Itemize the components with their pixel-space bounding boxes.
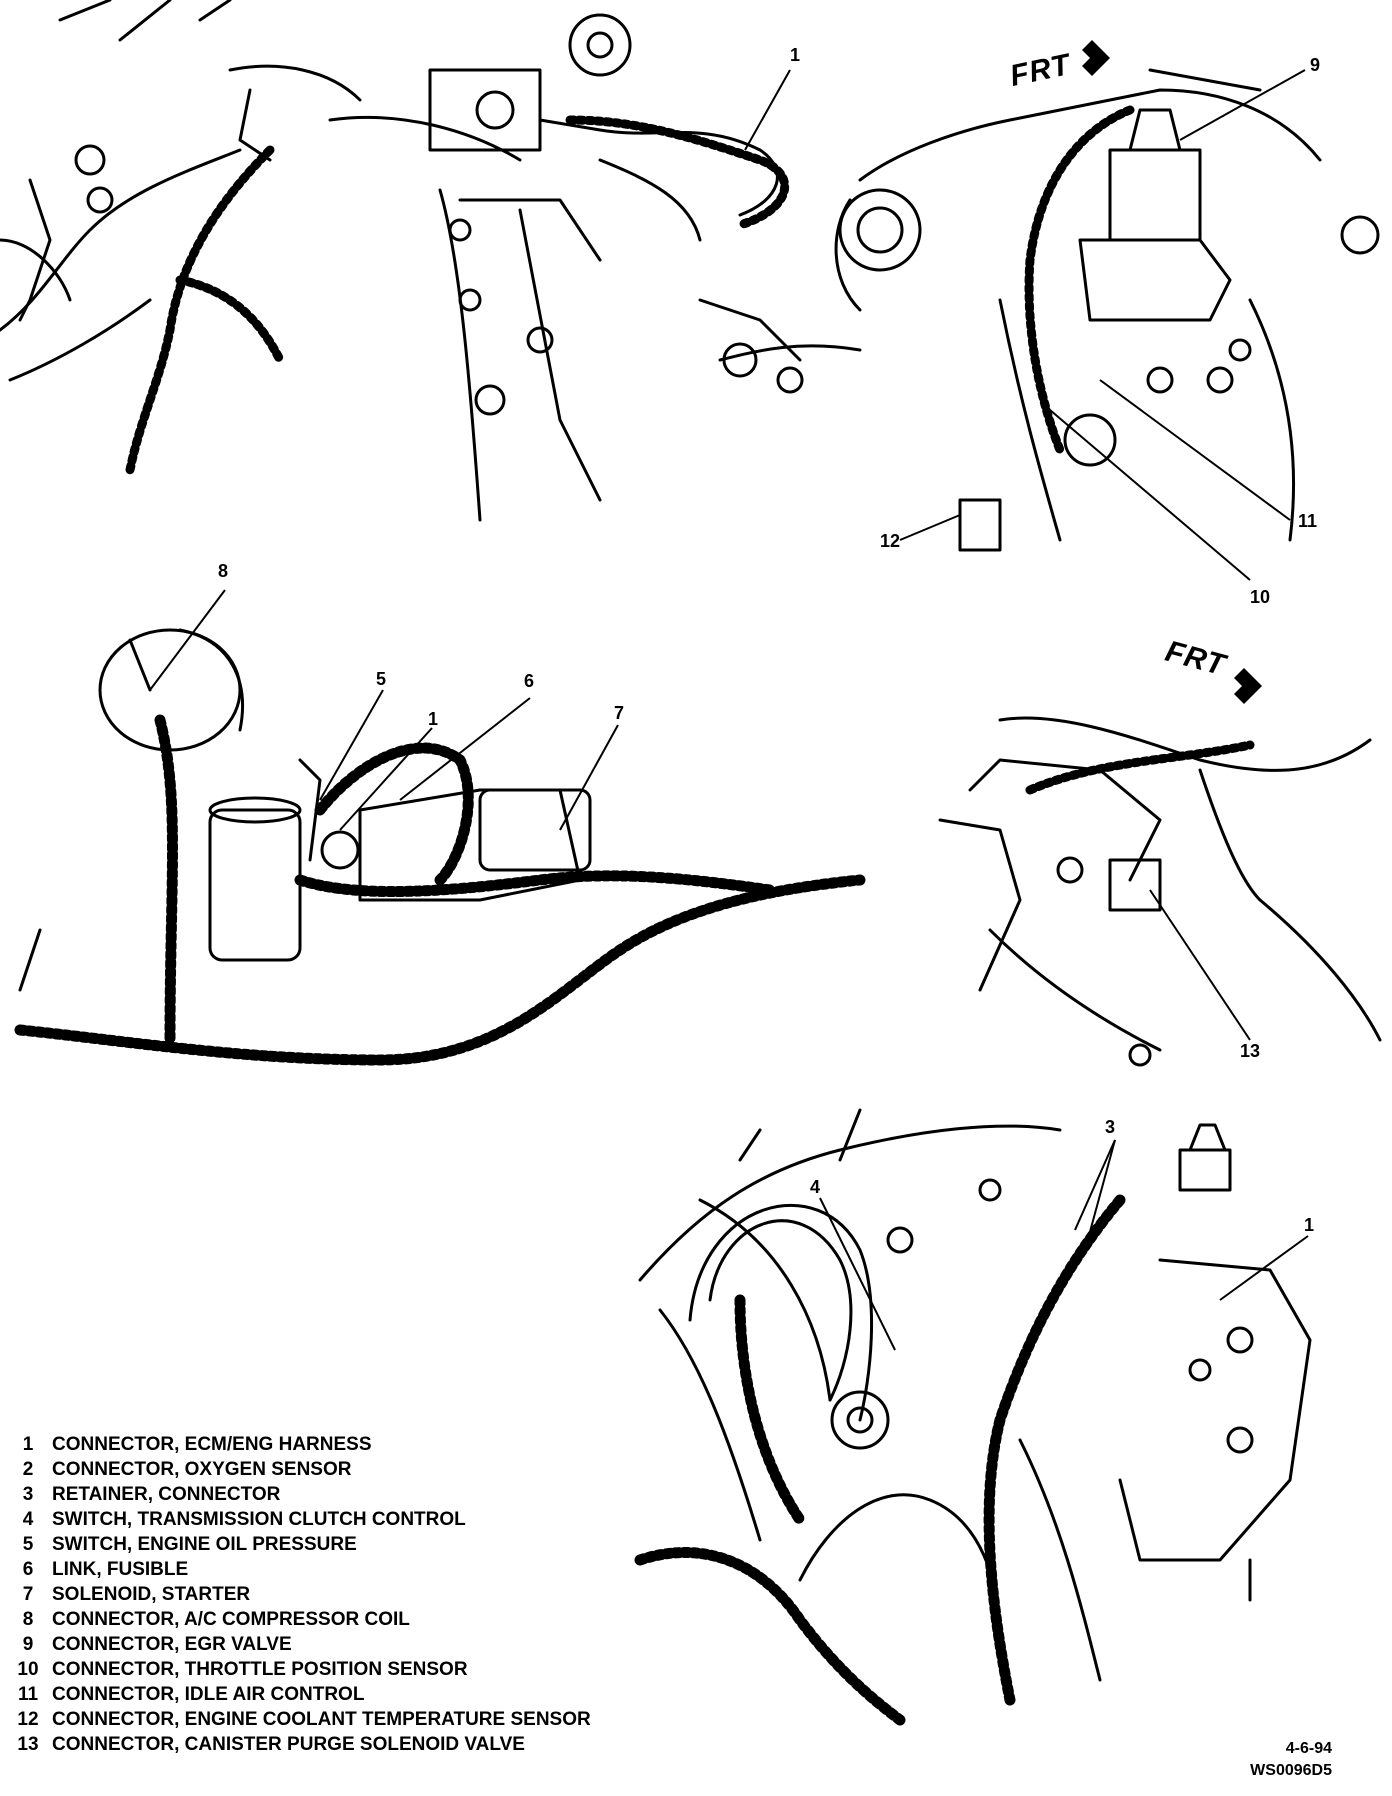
legend-label: CONNECTOR, A/C COMPRESSOR COIL — [52, 1609, 410, 1630]
footer-date: 4-6-94 — [1285, 1740, 1332, 1757]
callout-7: 7 — [614, 703, 625, 723]
legend-label: CONNECTOR, CANISTER PURGE SOLENOID VALVE — [52, 1734, 525, 1755]
callout-1-top: 1 — [790, 45, 801, 65]
callout-1-middle: 1 — [428, 709, 439, 729]
legend-item: 4 SWITCH, TRANSMISSION CLUTCH CONTROL — [10, 1507, 670, 1532]
legend-label: CONNECTOR, ENGINE COOLANT TEMPERATURE SE… — [52, 1709, 591, 1730]
frt-arrow-upper-icon — [1082, 40, 1110, 76]
legend-item: 1 CONNECTOR, ECM/ENG HARNESS — [10, 1432, 670, 1457]
legend-label: CONNECTOR, IDLE AIR CONTROL — [52, 1684, 365, 1705]
legend-number: 11 — [17, 1684, 39, 1705]
callout-6: 6 — [524, 671, 535, 691]
callout-8: 8 — [218, 561, 229, 581]
legend-item: 2 CONNECTOR, OXYGEN SENSOR — [10, 1457, 670, 1482]
frt-arrow-middle-icon — [1234, 668, 1262, 704]
legend-number: 5 — [22, 1534, 34, 1555]
legend-item: 7 SOLENOID, STARTER — [10, 1582, 670, 1607]
legend-item: 10 CONNECTOR, THROTTLE POSITION SENSOR — [10, 1657, 670, 1682]
legend-label: SWITCH, ENGINE OIL PRESSURE — [52, 1534, 357, 1555]
legend-item: 6 LINK, FUSIBLE — [10, 1557, 670, 1582]
legend-item: 5 SWITCH, ENGINE OIL PRESSURE — [10, 1532, 670, 1557]
harness-corrugated-lower-right — [634, 1194, 1126, 1726]
legend-number: 13 — [17, 1734, 39, 1755]
callout-10: 10 — [1250, 587, 1271, 607]
panel-middle-left-starter — [18, 628, 592, 992]
panel-middle-right-engine — [938, 716, 1382, 1067]
legend-label: SOLENOID, STARTER — [52, 1584, 251, 1605]
legend-number: 12 — [17, 1709, 39, 1730]
legend-number: 9 — [22, 1634, 34, 1655]
panel-upper-left-engine — [0, 0, 779, 522]
panel-lower-right-engine — [638, 1108, 1312, 1682]
legend-item: 3 RETAINER, CONNECTOR — [10, 1482, 670, 1507]
harness-thin-wires-lower-right — [688, 1203, 1002, 1642]
harness-corrugated-middle-right — [1025, 740, 1255, 795]
legend-item: 12 CONNECTOR, ENGINE COOLANT TEMPERATURE … — [10, 1707, 670, 1732]
legend-item: 13 CONNECTOR, CANISTER PURGE SOLENOID VAL… — [10, 1732, 670, 1757]
legend-item: 8 CONNECTOR, A/C COMPRESSOR COIL — [10, 1607, 670, 1632]
panel-upper-right-engine — [698, 68, 1380, 552]
callout-11: 11 — [1298, 511, 1318, 531]
harness-corrugated-upper-right — [1024, 105, 1135, 455]
callout-13: 13 — [1240, 1041, 1261, 1061]
legend-label: CONNECTOR, OXYGEN SENSOR — [52, 1459, 352, 1480]
callout-9: 9 — [1310, 55, 1321, 75]
legend-item: 11 CONNECTOR, IDLE AIR CONTROL — [10, 1682, 670, 1707]
legend-label: CONNECTOR, EGR VALVE — [52, 1634, 292, 1655]
harness-corrugated-middle-left — [14, 714, 866, 1066]
legend-number: 6 — [22, 1559, 34, 1580]
legend-label: CONNECTOR, THROTTLE POSITION SENSOR — [52, 1659, 468, 1680]
callout-3: 3 — [1105, 1117, 1116, 1137]
legend-number: 1 — [22, 1434, 34, 1455]
callout-5: 5 — [376, 669, 387, 689]
legend-number: 3 — [22, 1484, 34, 1505]
legend-label: SWITCH, TRANSMISSION CLUTCH CONTROL — [52, 1509, 466, 1530]
callout-1-bottom: 1 — [1304, 1215, 1315, 1235]
harness-corrugated-upper-left — [125, 115, 790, 475]
callout-4: 4 — [810, 1177, 821, 1197]
legend-number: 8 — [22, 1609, 34, 1630]
legend-item: 9 CONNECTOR, EGR VALVE — [10, 1632, 670, 1657]
callout-12: 12 — [880, 531, 901, 551]
legend-number: 2 — [22, 1459, 34, 1480]
legend-number: 10 — [17, 1659, 39, 1680]
legend-number: 4 — [22, 1509, 34, 1530]
legend-label: RETAINER, CONNECTOR — [52, 1484, 281, 1505]
legend-number: 7 — [22, 1584, 34, 1605]
footer-figure-code: WS0096D5 — [1250, 1762, 1332, 1779]
legend-label: LINK, FUSIBLE — [52, 1559, 189, 1580]
legend-label: CONNECTOR, ECM/ENG HARNESS — [52, 1434, 372, 1455]
leader-lines — [149, 69, 1309, 1351]
